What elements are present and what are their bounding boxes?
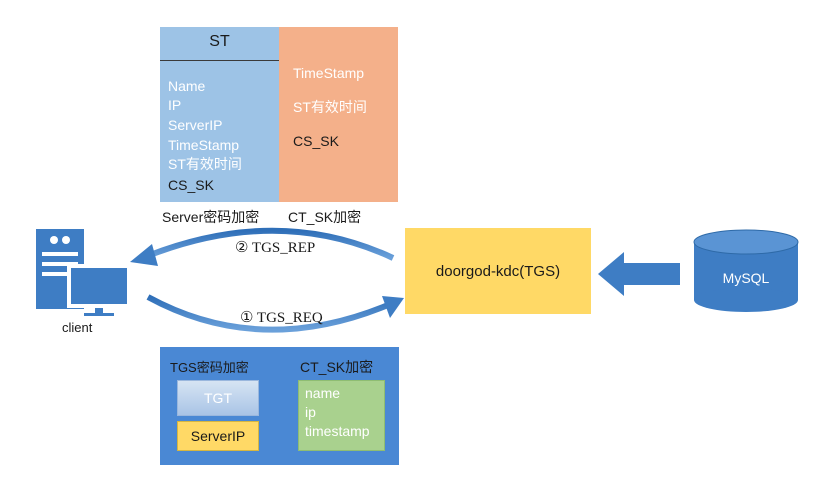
st-server-encrypted-panel [160,27,279,202]
st-field-name: Name [168,78,206,94]
ctsk-fields-box [298,380,385,451]
client-label: client [62,320,93,335]
st-title: ST [209,33,230,50]
ctsk-field-ip: ip [305,404,316,420]
tgs-encrypt-caption: TGS密码加密 [170,360,249,375]
st-field-cssk: CS_SK [168,177,214,193]
kdc-node [405,228,591,314]
mysql-database-icon [693,229,799,312]
tgt-box [177,380,259,416]
serverip-label: ServerIP [190,428,246,444]
ctsk-encrypt-caption-req: CT_SK加密 [300,359,374,375]
st-right-timestamp: TimeStamp [293,65,365,81]
ctsk-field-timestamp: timestamp [305,423,370,439]
st-field-serverip: ServerIP [168,117,223,133]
st-divider [160,60,279,61]
client-computer-icon [36,229,131,316]
st-field-ip: IP [168,97,182,113]
ctsk-field-name: name [305,385,341,401]
mysql-label: MySQL [722,270,770,286]
tgs-req-label: ① TGS_REQ [240,310,323,326]
st-field-timestamp: TimeStamp [168,137,240,153]
tgs-rep-arrow [130,227,395,266]
tgs-req-arrow [146,294,404,333]
st-right-validity: ST有效时间 [293,99,367,115]
server-encrypt-caption: Server密码加密 [162,209,260,225]
st-right-cssk: CS_SK [293,133,339,149]
tgt-label: TGT [204,390,232,406]
st-field-validity: ST有效时间 [168,156,242,172]
tgs-rep-label: ② TGS_REP [235,240,316,256]
st-ctsk-encrypted-panel [279,27,398,202]
kdc-label: doorgod-kdc(TGS) [435,262,561,280]
db-to-kdc-arrow [598,252,680,296]
serverip-box [177,421,259,451]
ctsk-encrypt-caption: CT_SK加密 [288,209,362,225]
